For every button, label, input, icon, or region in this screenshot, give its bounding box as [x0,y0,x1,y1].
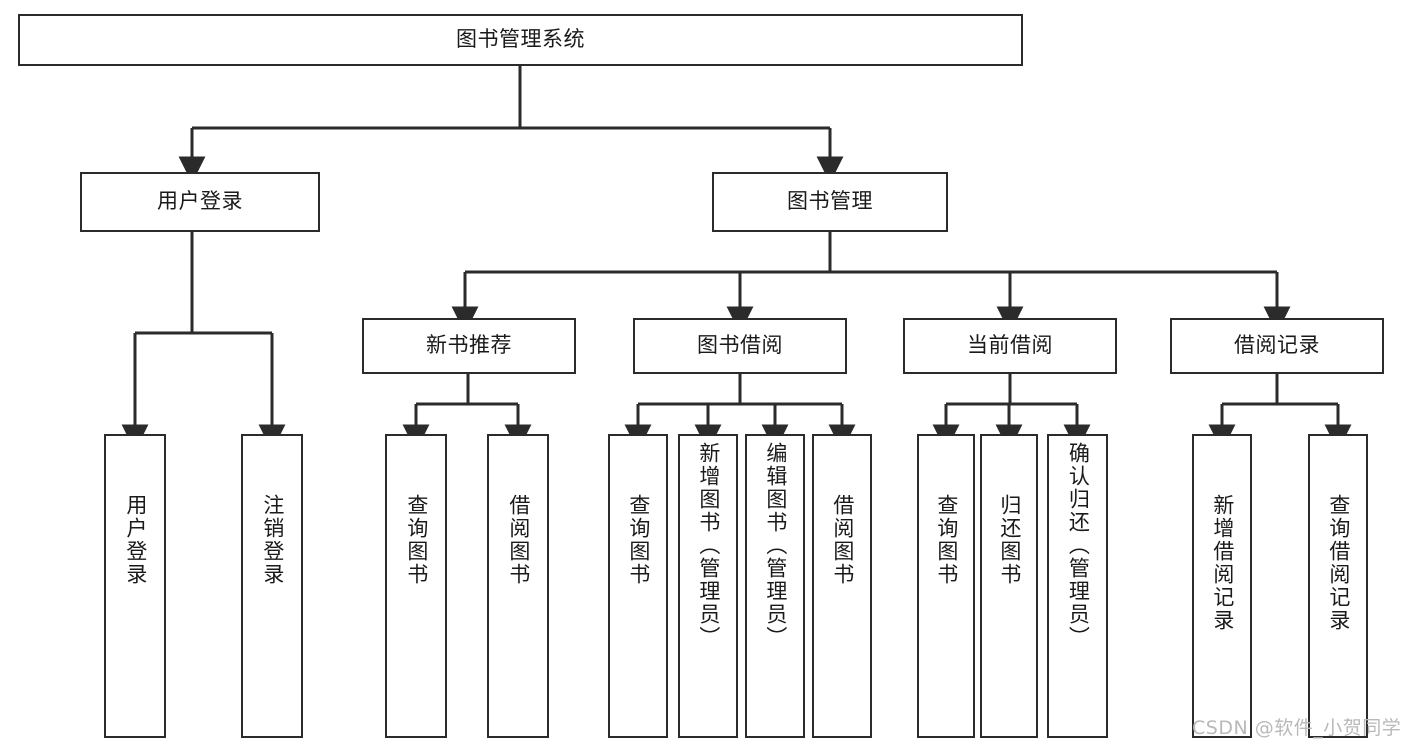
leaf-book-borrow-borrow-book[interactable]: 借阅图书 [812,434,872,738]
node-label: 用户登录 [157,189,243,214]
node-label: 确认归还（管理员） [1066,442,1091,649]
leaf-book-borrow-edit-book-admin[interactable]: 编辑图书（管理员） [745,434,805,738]
node-label: 借阅图书 [830,494,855,586]
leaf-current-borrow-return-book[interactable]: 归还图书 [980,434,1038,738]
node-book-management[interactable]: 图书管理 [712,172,948,232]
leaf-user-login-login[interactable]: 用户登录 [104,434,166,738]
leaf-current-borrow-confirm-return-admin[interactable]: 确认归还（管理员） [1047,434,1108,738]
node-label: 图书借阅 [697,333,783,358]
leaf-user-login-logout[interactable]: 注销登录 [241,434,303,738]
leaf-new-book-borrow-book[interactable]: 借阅图书 [487,434,549,738]
node-root-book-management-system[interactable]: 图书管理系统 [18,14,1023,66]
node-label: 注销登录 [260,494,285,586]
node-label: 图书管理系统 [456,27,585,52]
leaf-borrow-record-add-record[interactable]: 新增借阅记录 [1192,434,1252,738]
node-label: 新书推荐 [426,333,512,358]
node-label: 查询图书 [934,494,959,586]
node-label: 查询借阅记录 [1326,494,1351,632]
node-label: 归还图书 [997,494,1022,586]
node-borrow-record[interactable]: 借阅记录 [1170,318,1384,374]
node-label: 图书管理 [787,189,873,214]
node-label: 查询图书 [626,494,651,586]
node-book-borrow[interactable]: 图书借阅 [633,318,847,374]
leaf-book-borrow-add-book-admin[interactable]: 新增图书（管理员） [678,434,738,738]
node-user-login[interactable]: 用户登录 [80,172,320,232]
node-current-borrow[interactable]: 当前借阅 [903,318,1117,374]
node-label: 查询图书 [404,494,429,586]
node-label: 借阅图书 [506,494,531,586]
node-label: 借阅记录 [1234,333,1320,358]
leaf-new-book-query-book[interactable]: 查询图书 [385,434,447,738]
node-label: 当前借阅 [967,333,1053,358]
watermark-text: CSDN @软件_小贺同学 [1192,717,1402,739]
leaf-current-borrow-query-book[interactable]: 查询图书 [917,434,975,738]
node-new-book-recommend[interactable]: 新书推荐 [362,318,576,374]
node-label: 用户登录 [123,494,148,586]
leaf-book-borrow-query-book[interactable]: 查询图书 [608,434,668,738]
node-label: 新增图书（管理员） [696,442,721,649]
node-label: 编辑图书（管理员） [763,442,788,649]
leaf-borrow-record-query-record[interactable]: 查询借阅记录 [1308,434,1368,738]
node-label: 新增借阅记录 [1210,494,1235,632]
